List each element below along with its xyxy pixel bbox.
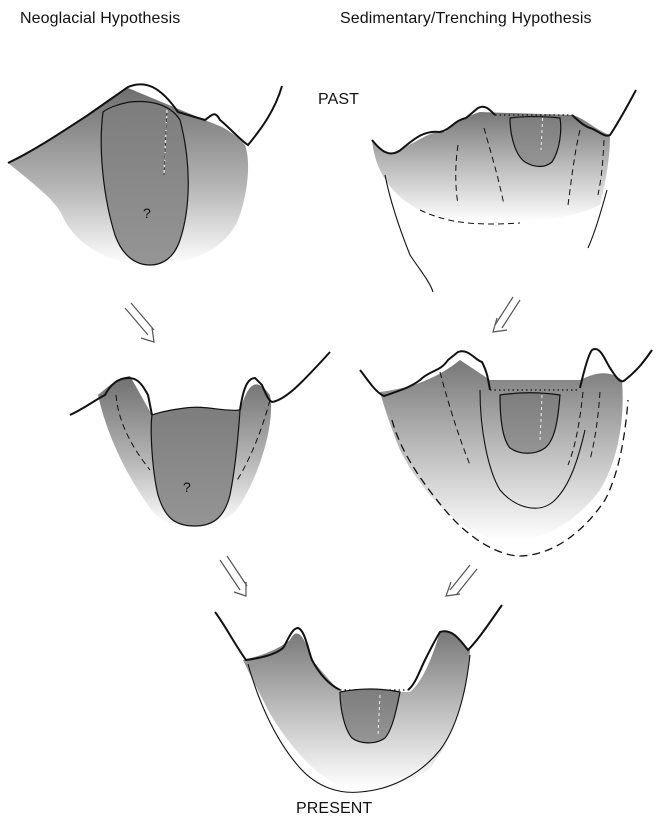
trenching-past-valley — [372, 90, 636, 292]
trenching-middle-valley — [360, 349, 652, 556]
neoglacial-past-valley: ? — [8, 84, 282, 265]
trenching-arrow-1 — [493, 297, 520, 332]
trenching-arrow-2 — [446, 565, 477, 596]
neoglacial-arrow-1 — [125, 303, 154, 342]
neoglacial-middle-question-mark: ? — [183, 479, 191, 495]
present-valley — [215, 605, 502, 792]
neoglacial-arrow-2 — [220, 556, 247, 596]
neoglacial-past-question-mark: ? — [143, 205, 151, 221]
neoglacial-middle-valley: ? — [70, 352, 330, 526]
